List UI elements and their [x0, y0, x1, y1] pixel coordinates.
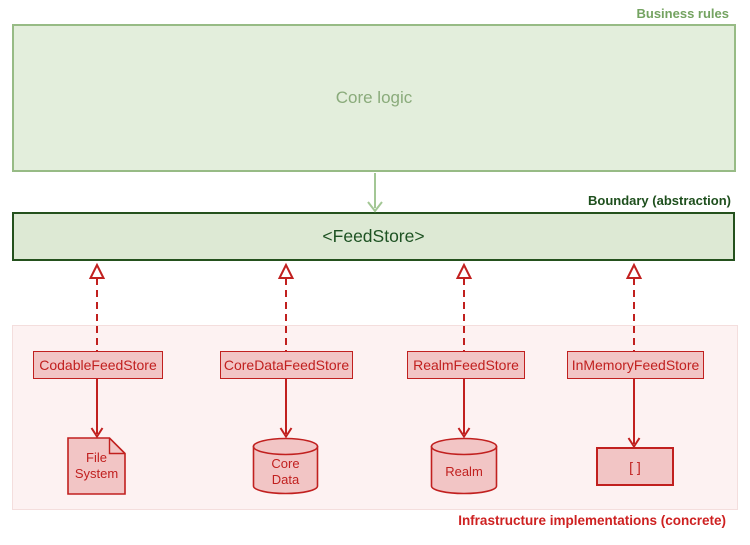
core-logic-box: Core logic: [12, 24, 736, 172]
infrastructure-label: Infrastructure implementations (concrete…: [458, 513, 726, 528]
database-icon: [252, 437, 319, 495]
realm-node: Realm: [430, 437, 498, 495]
array-icon: [ ]: [629, 458, 641, 475]
dependency-arrow-core-to-feedstore: [367, 173, 383, 213]
boundary-label: Boundary (abstraction): [587, 193, 731, 208]
feedstore-box: <FeedStore>: [12, 212, 735, 261]
file-system-label: File System: [74, 450, 119, 481]
impl-box-coredatafeedstore: CoreDataFeedStore: [220, 351, 353, 379]
impl-box-label: InMemoryFeedStore: [571, 357, 700, 373]
in-memory-node: [ ]: [596, 447, 674, 486]
impl-box-codablefeedstore: CodableFeedStore: [33, 351, 163, 379]
file-system-node: File System: [67, 437, 126, 495]
core-data-node: Core Data: [252, 437, 319, 495]
document-icon: [67, 437, 126, 495]
impl-box-label: CodableFeedStore: [39, 357, 157, 373]
impl-box-label: RealmFeedStore: [413, 357, 519, 373]
impl-box-label: CoreDataFeedStore: [223, 357, 350, 373]
database-icon: [430, 437, 498, 495]
core-logic-label: Core logic: [335, 88, 413, 107]
impl-box-inmemoryfeedstore: InMemoryFeedStore: [567, 351, 704, 379]
impl-box-realmfeedstore: RealmFeedStore: [407, 351, 525, 379]
core-data-label: Core Data: [271, 456, 300, 487]
feedstore-label: <FeedStore>: [322, 226, 425, 246]
business-rules-label: Business rules: [636, 6, 730, 21]
realm-label: Realm: [445, 464, 483, 479]
